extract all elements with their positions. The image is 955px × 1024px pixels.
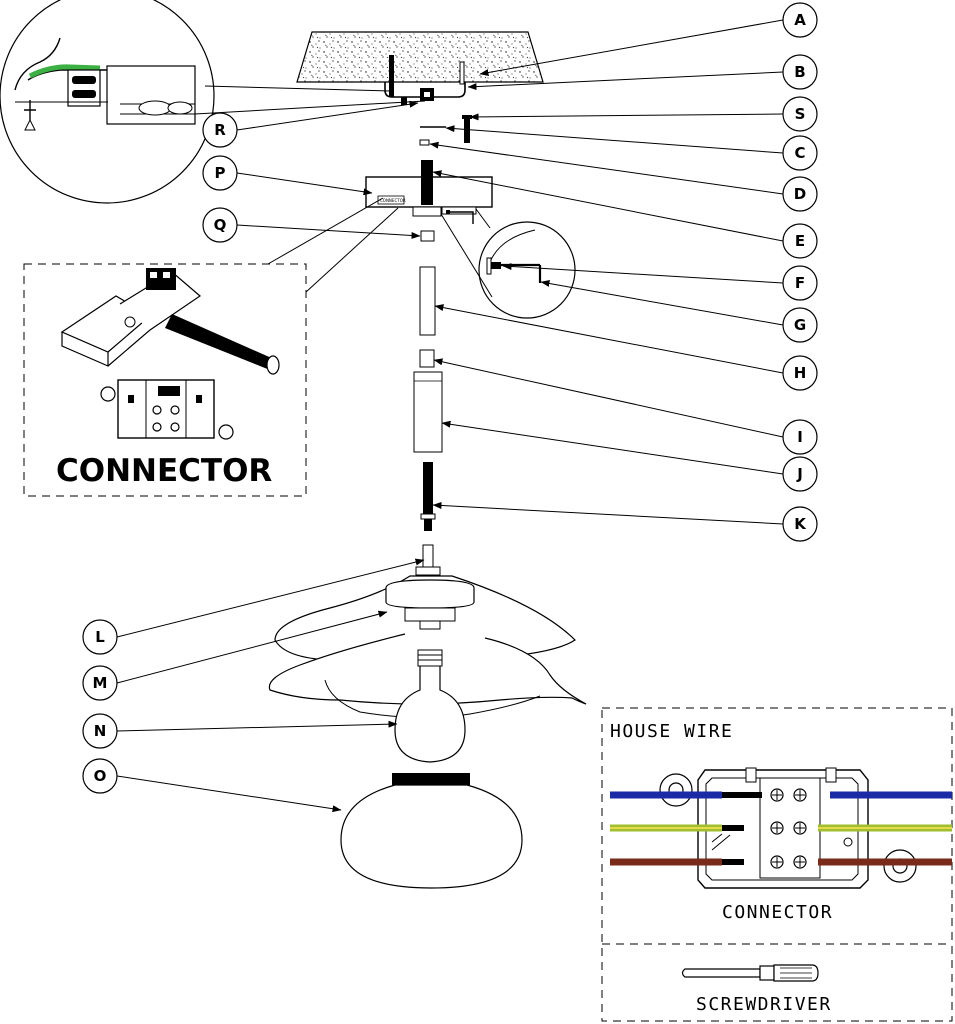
callout-b: B: [782, 54, 818, 90]
callout-c: C: [782, 135, 818, 171]
callout-p: P: [202, 155, 238, 191]
svg-text:G: G: [794, 316, 806, 334]
house-wire-heading: HOUSE WIRE: [610, 721, 733, 742]
leader-g: [540, 280, 784, 326]
leader-p: [236, 172, 373, 196]
nut: [419, 139, 430, 146]
leader-lines: [116, 19, 784, 813]
svg-text:E: E: [795, 232, 805, 250]
shade-fitting-l: [415, 544, 441, 576]
leader-q: [236, 224, 421, 239]
ring-i: [419, 349, 435, 368]
svg-text:O: O: [94, 767, 107, 785]
threaded-rod-k: [420, 462, 436, 531]
canopy: CONNECTOR: [365, 160, 493, 217]
screwdriver-icon: [681, 964, 819, 982]
leader-m: [116, 610, 388, 684]
callout-q: Q: [202, 207, 238, 243]
leader-e: [432, 170, 784, 242]
glass-globe-o: [340, 773, 523, 889]
svg-text:P: P: [215, 164, 226, 182]
leader-b: [467, 71, 784, 91]
leader-f: [502, 263, 784, 284]
svg-text:Q: Q: [214, 216, 227, 234]
allen-key-detail: [478, 221, 576, 319]
wiring-connector-label: CONNECTOR: [722, 902, 833, 923]
sleeve-j: [413, 371, 443, 453]
leader-i: [433, 358, 784, 438]
leader-l: [116, 558, 425, 638]
callout-f: F: [782, 265, 818, 301]
svg-text:L: L: [95, 628, 105, 646]
inset-wiring-detail: [0, 0, 215, 204]
ceiling: [296, 31, 544, 83]
allen-leader-1: [475, 208, 491, 229]
svg-text:M: M: [93, 674, 108, 692]
leader-c: [445, 125, 784, 154]
leader-r: [236, 100, 419, 131]
callout-r: R: [202, 112, 238, 148]
svg-text:F: F: [795, 274, 805, 292]
allen-leader-2: [440, 213, 493, 298]
small-fitting-q: [420, 230, 435, 242]
svg-text:A: A: [794, 11, 806, 29]
tube-h: [419, 266, 436, 336]
leader-n: [116, 720, 398, 732]
callout-l: L: [82, 619, 118, 655]
svg-text:B: B: [794, 63, 805, 81]
callout-s: S: [782, 96, 818, 132]
bulb-n: [394, 649, 466, 763]
ceiling-bracket: [384, 55, 466, 105]
svg-text:R: R: [214, 121, 226, 139]
svg-text:S: S: [795, 105, 806, 123]
callout-d: D: [782, 176, 818, 212]
connector-detail-box: CONNECTOR: [23, 197, 399, 497]
screwdriver-label: SCREWDRIVER: [696, 994, 832, 1015]
leader-j: [441, 420, 784, 475]
inset-leader-2: [194, 100, 426, 115]
inset-earth-wire: [28, 64, 101, 79]
wiring-panel: HOUSE WIRE CONNECTOR: [601, 707, 953, 1022]
svg-text:K: K: [794, 515, 807, 533]
svg-text:J: J: [796, 465, 803, 483]
callout-m: M: [82, 665, 118, 701]
svg-text:H: H: [794, 364, 807, 382]
callout-k: K: [782, 506, 818, 542]
inset-leader-1: [204, 85, 391, 92]
leader-o: [116, 775, 342, 813]
svg-text:N: N: [94, 722, 107, 740]
leader-h: [434, 304, 784, 374]
svg-text:I: I: [797, 428, 803, 446]
leader-a: [479, 19, 784, 76]
leader-d: [429, 141, 784, 195]
lampholder-m: [385, 579, 475, 630]
canopy-connector-sticker: CONNECTOR: [380, 198, 406, 203]
callout-n: N: [82, 713, 118, 749]
connector-title: CONNECTOR: [56, 453, 272, 489]
leader-k: [432, 501, 784, 525]
callout-a: A: [782, 2, 818, 38]
callout-o: O: [82, 758, 118, 794]
callout-g: G: [782, 307, 818, 343]
leader-s: [469, 113, 784, 121]
svg-text:C: C: [794, 144, 805, 162]
svg-text:D: D: [794, 185, 806, 203]
callout-i: I: [782, 419, 818, 455]
callout-j: J: [782, 456, 818, 492]
callout-h: H: [782, 355, 818, 391]
callout-e: E: [782, 223, 818, 259]
allen-key-small: [446, 210, 474, 224]
